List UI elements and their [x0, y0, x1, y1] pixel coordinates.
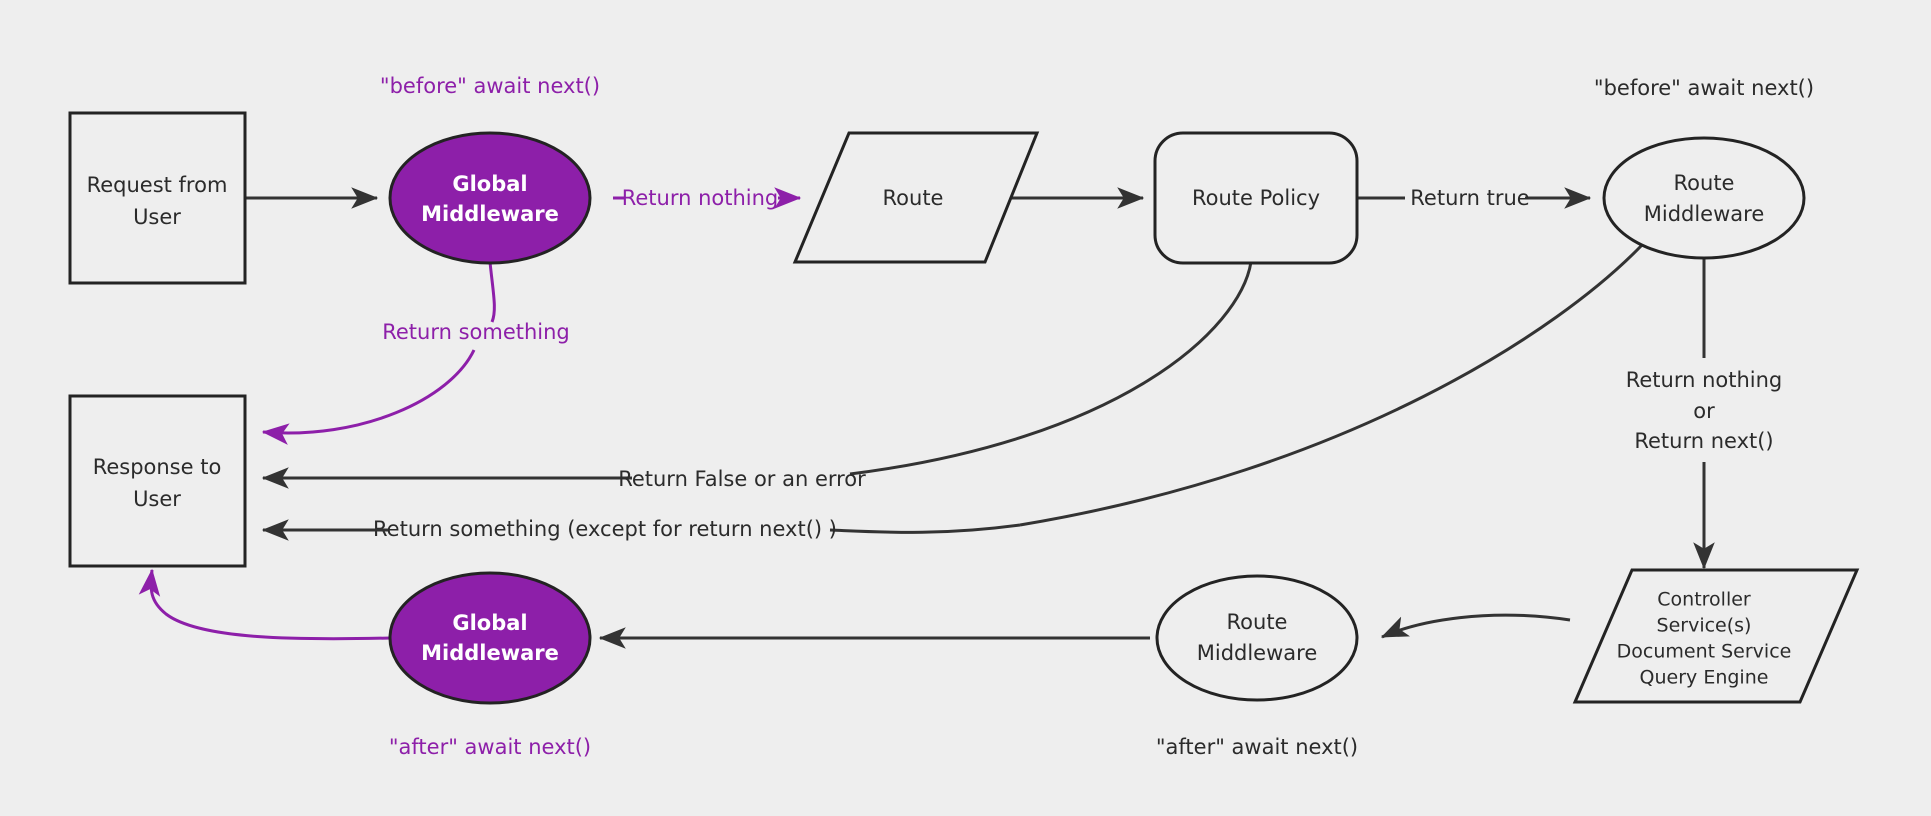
- edge-route-middleware-to-controller: Return nothing or Return next(): [1626, 256, 1783, 570]
- edge-route-middleware-to-response: Return something (except for return next…: [261, 243, 1644, 541]
- node-global-middleware-after-label-line2: Middleware: [421, 641, 559, 665]
- node-controller-services[interactable]: Controller Service(s) Document Service Q…: [1572, 568, 1860, 704]
- node-route-middleware-before[interactable]: Route Middleware: [1602, 136, 1806, 260]
- node-global-middleware-before-label-line1: Global: [452, 172, 527, 196]
- node-route-policy[interactable]: Route Policy: [1153, 131, 1359, 265]
- phase-label-global-before: "before" await next(): [380, 74, 600, 98]
- node-global-middleware-after-label-line1: Global: [452, 611, 527, 635]
- phase-label-global-after: "after" await next(): [389, 735, 591, 759]
- node-controller-services-label-line1: Controller: [1657, 589, 1751, 611]
- node-global-middleware-before[interactable]: Global Middleware: [388, 131, 592, 265]
- node-route-middleware-after[interactable]: Route Middleware: [1155, 574, 1359, 702]
- node-route-label: Route: [883, 186, 944, 210]
- edge-global-middleware-to-route: Return nothing: [613, 186, 802, 210]
- node-route-middleware-before-label-line2: Middleware: [1644, 202, 1765, 226]
- edge-controller-to-route-middleware-after: [1380, 613, 1571, 639]
- edge-global-middleware-after-to-response: [138, 568, 392, 641]
- node-route-policy-label: Route Policy: [1192, 186, 1320, 210]
- edge-global-middleware-to-response: Return something: [261, 261, 570, 445]
- node-route-middleware-after-label-line2: Middleware: [1197, 641, 1318, 665]
- node-global-middleware-after[interactable]: Global Middleware: [388, 571, 592, 705]
- edge-label-or-line: or: [1693, 399, 1715, 423]
- edge-label-return-something-except-next: Return something (except for return next…: [373, 517, 837, 541]
- node-request-from-user[interactable]: Request from User: [68, 111, 247, 285]
- edge-route-policy-to-response: Return False or an error: [261, 261, 1253, 491]
- node-response-to-user[interactable]: Response to User: [68, 394, 247, 568]
- node-global-middleware-before-label-line2: Middleware: [421, 202, 559, 226]
- node-request-from-user-label-line2: User: [133, 205, 181, 229]
- edge-label-return-nothing-line: Return nothing: [1626, 368, 1783, 392]
- edge-route-policy-to-route-middleware: Return true: [1357, 186, 1592, 210]
- edge-label-return-nothing: Return nothing: [622, 186, 779, 210]
- node-route-middleware-before-label-line1: Route: [1674, 171, 1735, 195]
- node-route-middleware-after-label-line1: Route: [1227, 610, 1288, 634]
- edge-label-return-next-line: Return next(): [1634, 429, 1773, 453]
- node-controller-services-label-line4: Query Engine: [1640, 667, 1769, 689]
- node-controller-services-label-line3: Document Service: [1617, 641, 1792, 663]
- edge-label-return-false-or-error: Return False or an error: [618, 467, 866, 491]
- node-response-to-user-label-line2: User: [133, 487, 181, 511]
- node-request-from-user-label-line1: Request from: [87, 173, 228, 197]
- node-route[interactable]: Route: [792, 131, 1040, 264]
- node-response-to-user-label-line1: Response to: [93, 455, 222, 479]
- edge-label-return-true: Return true: [1410, 186, 1529, 210]
- edge-label-return-something: Return something: [382, 320, 570, 344]
- phase-label-route-after: "after" await next(): [1156, 735, 1358, 759]
- phase-label-route-before: "before" await next(): [1594, 76, 1814, 100]
- node-controller-services-label-line2: Service(s): [1657, 615, 1752, 637]
